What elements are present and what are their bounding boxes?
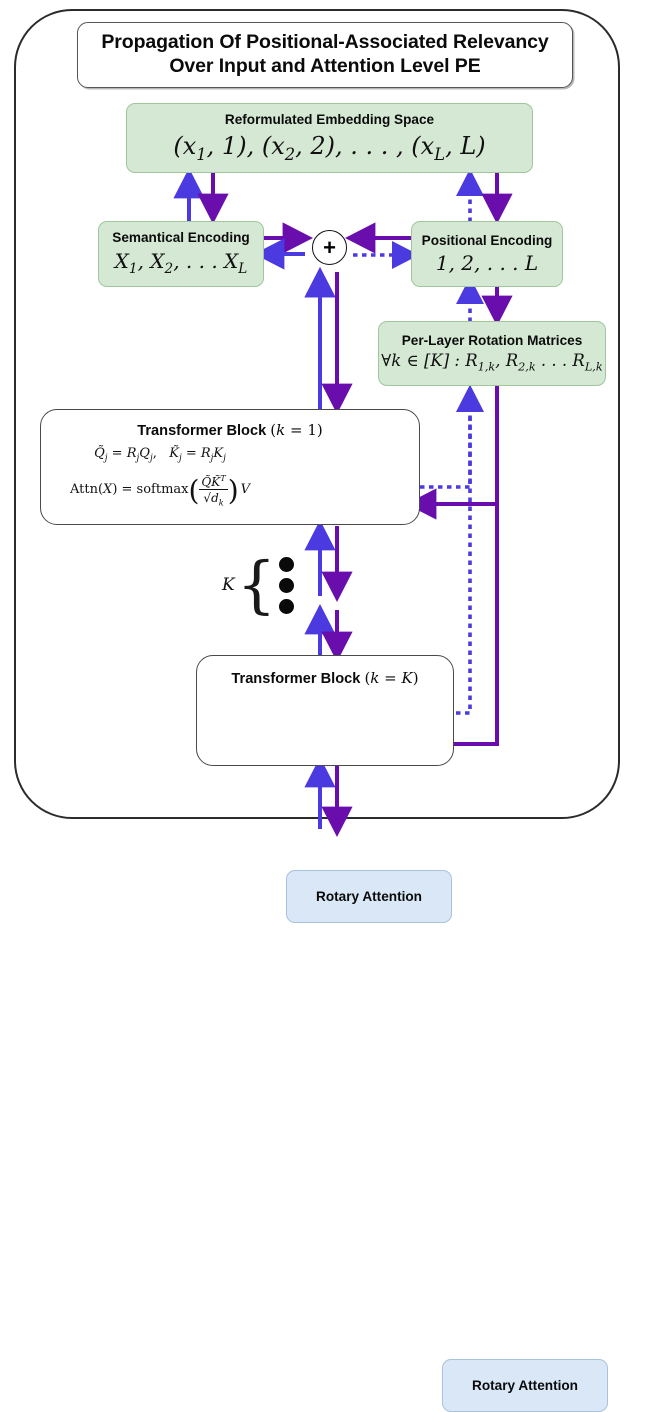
- diagram-title-box: Propagation Of Positional-Associated Rel…: [77, 22, 573, 88]
- rotation-header: Per-Layer Rotation Matrices: [401, 332, 583, 348]
- wire-blockK-output: [304, 756, 353, 838]
- block-first-header: Transformer Block (k = 1): [41, 421, 419, 439]
- embedding-formula: (x1, 1), (x2, 2), . . . , (xL, L): [173, 131, 486, 164]
- diagram-canvas: Propagation Of Positional-Associated Rel…: [14, 9, 620, 1412]
- wire-embedding-semantical: [173, 167, 229, 225]
- rotation-formula: ∀k ∈ [K] : R1,k, R2,k . . . RL,k: [381, 351, 603, 374]
- block-first-equations: Q̃j = RjQj, K̃j = RjKj Attn(X) = softmax…: [55, 446, 265, 506]
- block-first-header-text: Transformer Block: [137, 423, 267, 439]
- embedding-header: Reformulated Embedding Space: [224, 111, 435, 127]
- node-rotation-matrices[interactable]: Per-Layer Rotation Matrices ∀k ∈ [K] : R…: [378, 321, 606, 386]
- ellipsis-dots-icon: [279, 556, 295, 614]
- repeat-label: K: [222, 575, 235, 595]
- wire-embedding-positional: [455, 168, 513, 225]
- title-line-2: Over Input and Attention Level PE: [169, 55, 481, 77]
- wire-dots-blockK: [304, 603, 353, 663]
- node-reformulated-embedding-space[interactable]: Reformulated Embedding Space (x1, 1), (x…: [126, 103, 533, 173]
- rotary-attention-last[interactable]: Rotary Attention: [442, 1359, 608, 1412]
- wire-plus-overlap: [304, 266, 339, 300]
- block-first-eq1: Q̃j = RjQj, K̃j = RjKj: [94, 446, 226, 464]
- block-last-header-text: Transformer Block: [231, 671, 361, 687]
- semantical-formula: X1, X2, . . . XL: [114, 249, 248, 277]
- connector-layer-top: [304, 266, 339, 300]
- node-semantical-encoding[interactable]: Semantical Encoding X1, X2, . . . XL: [98, 221, 264, 287]
- semantical-header: Semantical Encoding: [112, 230, 250, 246]
- positional-header: Positional Encoding: [421, 232, 553, 248]
- rotary-attention-last-label: Rotary Attention: [472, 1378, 578, 1393]
- block-last-header: Transformer Block (k = K): [197, 669, 453, 687]
- title-line-1: Propagation Of Positional-Associated Rel…: [101, 31, 549, 54]
- wire-positional-plus: [344, 222, 420, 270]
- wire-semantical-plus: [253, 222, 314, 270]
- block-first-eq2: Attn(X) = softmax ( Q̃K̃T √dk ) V: [69, 472, 251, 507]
- block-last-header-index: (k = K): [364, 669, 419, 687]
- rotary-attention-first-label: Rotary Attention: [316, 889, 422, 904]
- positional-formula: 1, 2, . . . L: [435, 251, 539, 276]
- outer-frame: [14, 9, 620, 819]
- wire-block1-rotation-feedback: [411, 384, 485, 489]
- block-first-header-index: (k = 1): [270, 421, 323, 439]
- rotary-attention-first[interactable]: Rotary Attention: [286, 870, 452, 923]
- repeat-indicator: K {: [222, 553, 295, 617]
- node-positional-encoding[interactable]: Positional Encoding 1, 2, . . . L: [411, 221, 563, 287]
- wire-block1-dots: [304, 519, 353, 603]
- sum-node[interactable]: +: [312, 230, 347, 265]
